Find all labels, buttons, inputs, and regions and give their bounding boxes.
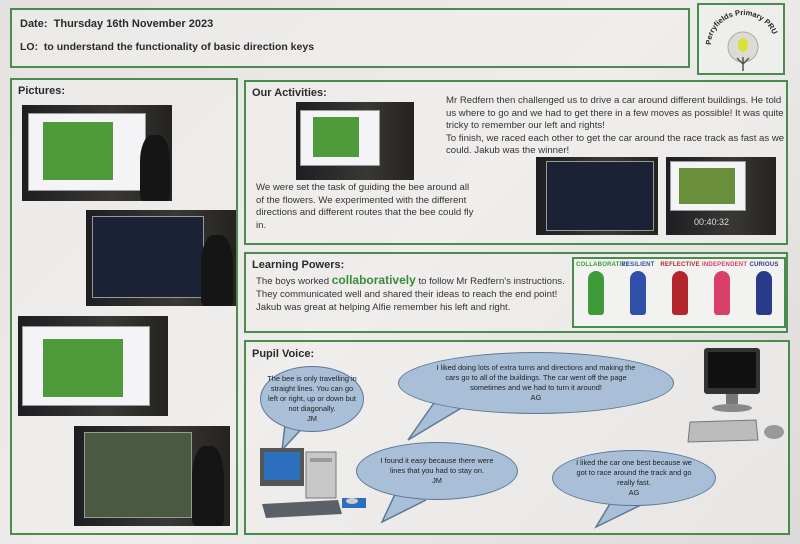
quote-author: JM — [307, 414, 317, 423]
quote-bubble-4: I liked the car one best because we got … — [552, 450, 716, 506]
date-value: Thursday 16th November 2023 — [53, 18, 214, 30]
quote-text: The bee is only travelling in straight l… — [267, 374, 357, 413]
hero-reflective: REFLECTIVE — [660, 262, 700, 315]
learning-powers-panel: Learning Powers: The boys worked collabo… — [244, 252, 788, 333]
pictures-panel: Pictures: — [10, 78, 238, 535]
hero-label: COLLABORATIVE — [576, 262, 630, 268]
race-timer: 00:40:32 — [694, 217, 730, 227]
learning-text-post: to follow Mr Redfern's instructions. The… — [256, 276, 565, 313]
hero-label: REFLECTIVE — [660, 262, 700, 268]
desktop-computer-icon — [260, 448, 366, 518]
learning-title: Learning Powers: — [252, 259, 345, 271]
quote-text: I liked the car one best because we got … — [576, 458, 692, 487]
school-logo: Perryfields Primary PRU — [697, 3, 785, 75]
monitor-keyboard-icon — [687, 348, 784, 443]
lo-line: LO: to understand the functionality of b… — [20, 41, 314, 53]
learning-text: The boys worked collaboratively to follo… — [256, 274, 566, 314]
bubble-tails — [280, 399, 642, 529]
activity-photo-bee — [296, 102, 414, 180]
photo-grid-game — [74, 426, 230, 526]
activities-panel: Our Activities: We were set the task of … — [244, 80, 788, 245]
pupil-voice-title: Pupil Voice: — [252, 348, 315, 360]
tree-logo-icon: Perryfields Primary PRU — [704, 8, 779, 71]
hero-label: RESILIENT — [621, 262, 655, 268]
quote-author: AG — [530, 393, 542, 402]
date-label: Date: — [20, 18, 48, 30]
hero-curious: CURIOUS — [744, 262, 784, 315]
quote-text: I found it easy because there were lines… — [380, 456, 494, 475]
header-box: Date: Thursday 16th November 2023 LO: to… — [10, 8, 690, 68]
hero-independent: INDEPENDENT — [702, 262, 748, 315]
photo-bee-board — [18, 316, 168, 416]
quote-bubble-2: I liked doing lots of extra turns and di… — [398, 352, 674, 414]
lo-value: to understand the functionality of basic… — [43, 41, 315, 53]
activities-text-buildings: Mr Redfern then challenged us to drive a… — [446, 95, 784, 131]
hero-label: INDEPENDENT — [702, 262, 748, 268]
pictures-title: Pictures: — [18, 85, 66, 97]
activities-text-car: Mr Redfern then challenged us to drive a… — [446, 95, 786, 158]
hero-label: CURIOUS — [749, 262, 779, 268]
pupil-voice-panel: Pupil Voice: The bee is only travelling … — [244, 340, 790, 535]
lo-label: LO: — [20, 41, 39, 53]
photo-bee-game — [22, 105, 172, 201]
date-line: Date: Thursday 16th November 2023 — [20, 18, 213, 30]
activity-photo-car — [536, 157, 658, 235]
activities-title: Our Activities: — [252, 87, 327, 99]
quote-author: JM — [432, 476, 442, 485]
quote-bubble-1: The bee is only travelling in straight l… — [260, 366, 364, 432]
superheroes-strip: COLLABORATIVE RESILIENT REFLECTIVE INDEP… — [572, 257, 786, 328]
photo-car-game — [86, 210, 236, 306]
quote-bubble-3: I found it easy because there were lines… — [356, 442, 518, 500]
learning-highlight: collaboratively — [331, 273, 416, 287]
quote-author: AG — [628, 488, 640, 497]
activities-text-bee: We were set the task of guiding the bee … — [256, 182, 474, 231]
quote-text: I liked doing lots of extra turns and di… — [436, 363, 636, 392]
learning-text-pre: The boys worked — [256, 276, 332, 287]
hero-collaborative: COLLABORATIVE — [576, 262, 630, 315]
activities-text-race: To finish, we raced each other to get th… — [446, 132, 785, 157]
hero-resilient: RESILIENT — [618, 262, 658, 315]
activity-photo-race: 00:40:32 — [666, 157, 776, 235]
